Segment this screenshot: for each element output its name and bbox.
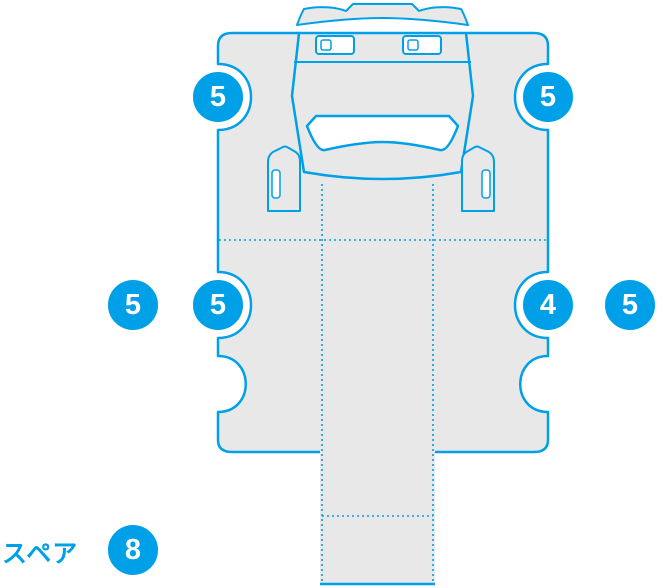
part-count-badge-mid-far-right: 5 xyxy=(602,277,658,333)
part-count-badge-mid-far-left: 5 xyxy=(105,277,161,333)
spare-label: スペア xyxy=(2,540,79,568)
part-count-badge-top-right: 5 xyxy=(520,69,576,125)
part-count-badge-mid-left: 5 xyxy=(190,277,246,333)
right-latch-slot xyxy=(481,169,491,199)
part-count-badge-spare: 8 xyxy=(105,522,161,578)
part-count-badge-mid-right: 4 xyxy=(520,277,576,333)
template-body-outline xyxy=(216,31,550,454)
part-count-badge-top-left: 5 xyxy=(190,69,246,125)
left-latch-slot xyxy=(271,169,281,199)
head-outline xyxy=(290,32,475,181)
right-eye-slot-inner xyxy=(407,39,419,51)
top-strip-piece xyxy=(296,3,469,26)
mouth-opening xyxy=(305,114,460,152)
left-eye-slot-inner xyxy=(320,39,332,51)
